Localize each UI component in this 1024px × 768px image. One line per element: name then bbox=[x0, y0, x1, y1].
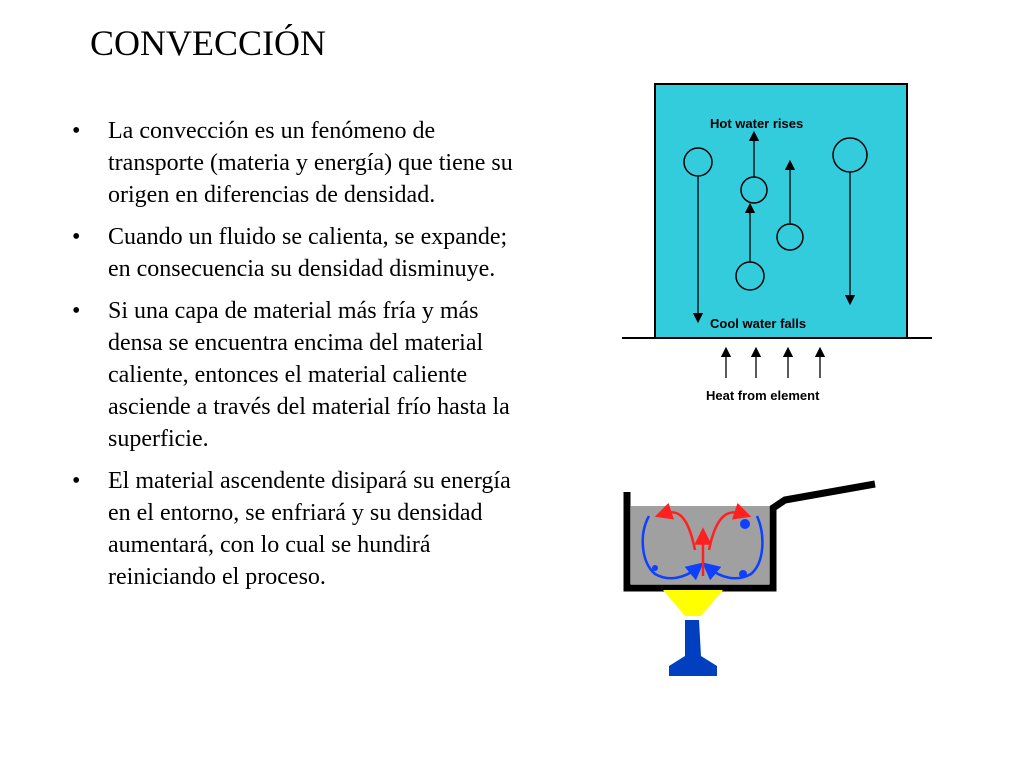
cool-water-label: Cool water falls bbox=[710, 316, 806, 331]
bullet-item: • El material ascendente disipará su ener… bbox=[72, 465, 527, 593]
cold-particle bbox=[739, 570, 747, 578]
cold-current-arrow bbox=[641, 515, 704, 581]
bullet-marker: • bbox=[72, 224, 81, 250]
bullet-text: El material ascendente disipará su energ… bbox=[108, 468, 511, 590]
cold-current-arrow bbox=[702, 515, 764, 581]
bullet-text: Cuando un fluido se calienta, se expande… bbox=[108, 224, 508, 282]
bullet-text: Si una capa de material más fría y más d… bbox=[108, 298, 510, 452]
heat-arrows bbox=[720, 346, 826, 378]
bullet-marker: • bbox=[72, 468, 81, 494]
pot-outline bbox=[623, 480, 876, 592]
bullet-marker: • bbox=[72, 298, 81, 324]
slide-title: CONVECCIÓN bbox=[90, 23, 327, 63]
cold-particle bbox=[740, 519, 750, 529]
bullet-marker: • bbox=[72, 118, 81, 144]
bullet-item: • La convección es un fenómeno de transpo… bbox=[72, 115, 527, 211]
bullet-item: • Si una capa de material más fría y más … bbox=[72, 295, 527, 455]
heat-label: Heat from element bbox=[706, 388, 820, 403]
cold-particle bbox=[652, 565, 658, 571]
flow-arrows bbox=[692, 130, 856, 324]
water-convection-diagram: Hot water rises Cool water falls Heat fr… bbox=[622, 83, 932, 403]
bullet-text: La convección es un fenómeno de transpor… bbox=[108, 118, 513, 208]
burner-stand bbox=[669, 620, 717, 676]
convection-currents bbox=[641, 502, 764, 581]
water-tank bbox=[654, 83, 908, 339]
pot-convection-diagram bbox=[623, 480, 876, 676]
bullet-item: • Cuando un fluido se calienta, se expand… bbox=[72, 221, 527, 285]
hot-current-arrow bbox=[654, 502, 697, 551]
bullet-list: • La convección es un fenómeno de transpo… bbox=[72, 115, 527, 603]
flame bbox=[663, 590, 723, 616]
hot-water-label: Hot water rises bbox=[710, 116, 803, 131]
